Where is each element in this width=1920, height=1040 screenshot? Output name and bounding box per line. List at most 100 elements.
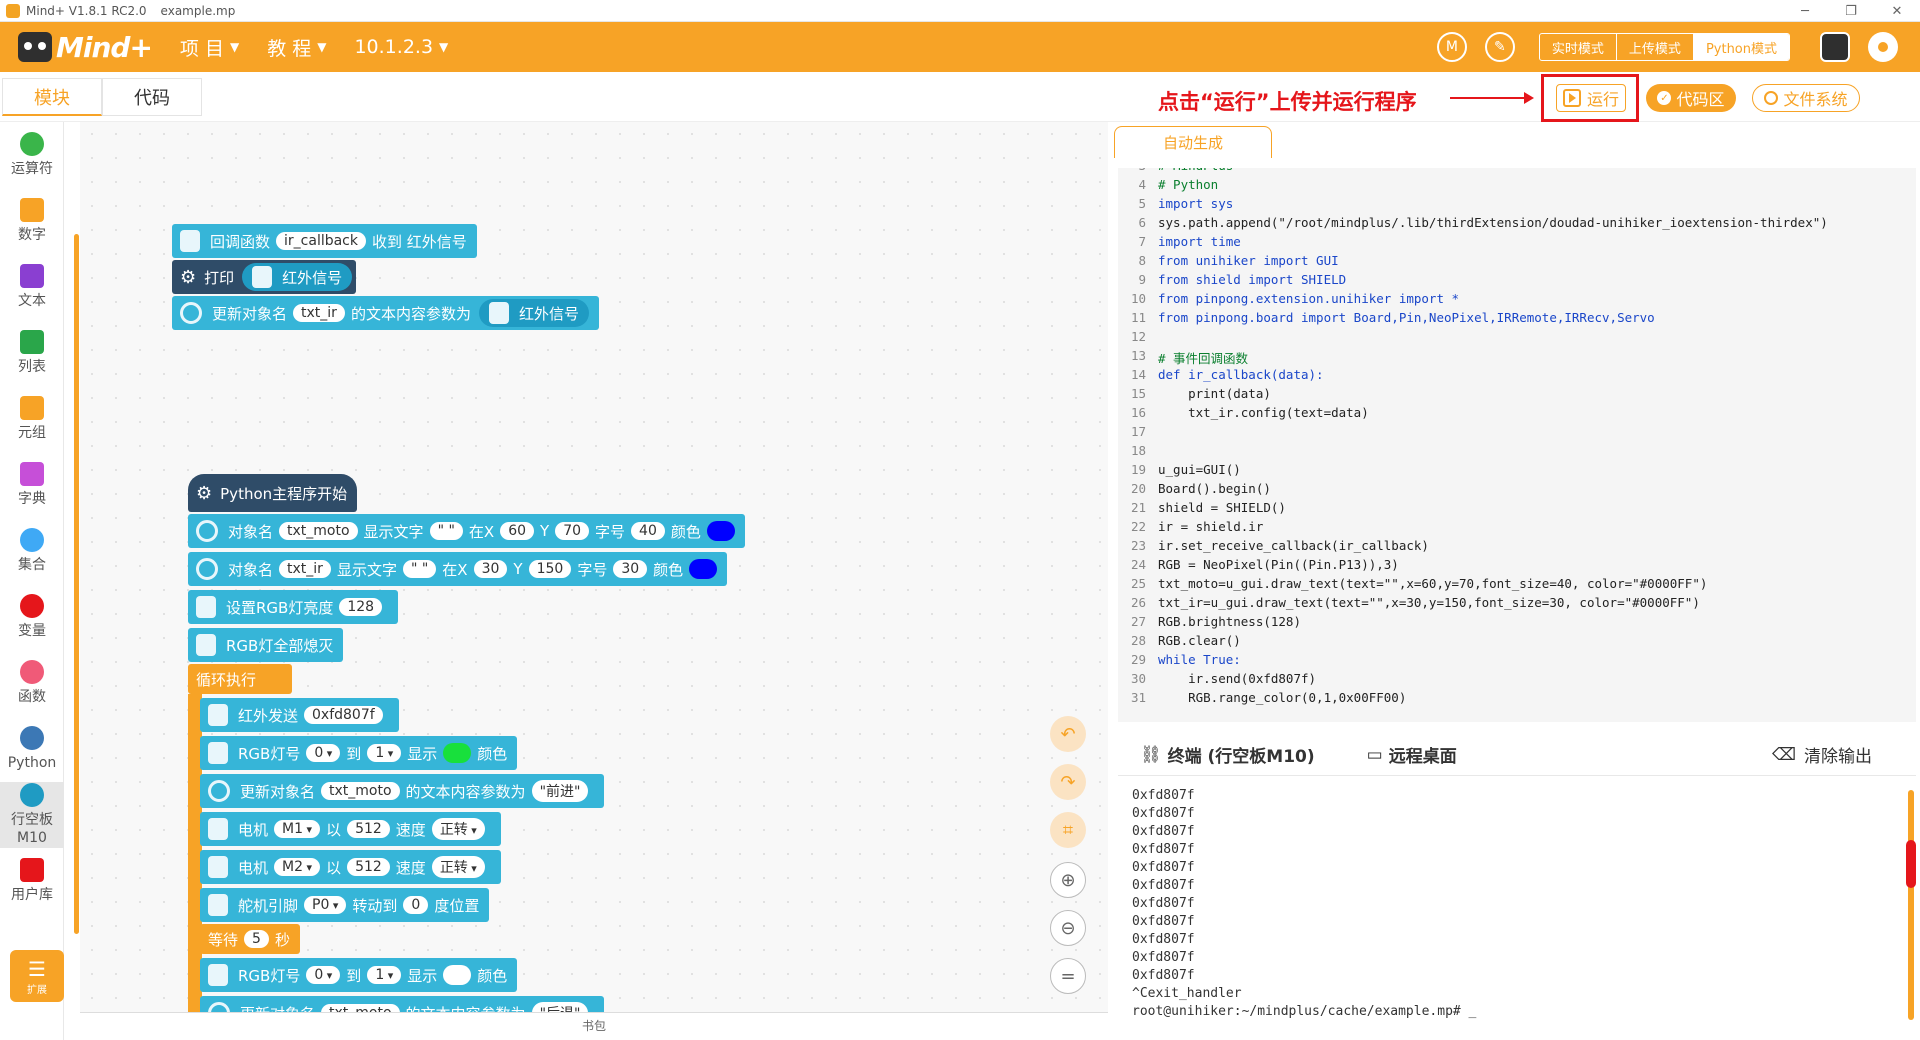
block-print[interactable]: ⚙ 打印 红外信号	[172, 260, 357, 294]
color-picker[interactable]	[443, 965, 472, 985]
run-button[interactable]: 运行	[1556, 84, 1626, 112]
menu-tutorial[interactable]: 教 程 ▼	[267, 34, 326, 61]
object-name-field[interactable]: txt_ir	[279, 560, 331, 578]
motor-dropdown[interactable]: M1	[274, 820, 321, 838]
block-motor-m1[interactable]: 电机 M1 以 512 速度 正转	[200, 812, 501, 846]
y-field[interactable]: 70	[555, 522, 590, 540]
block-ir-send[interactable]: 红外发送 0xfd807f	[200, 698, 399, 732]
restore-icon[interactable]: ❐	[1845, 3, 1857, 19]
motor-dropdown[interactable]: M2	[274, 858, 321, 876]
block-forever-loop[interactable]: 循环执行	[188, 664, 292, 694]
edit-icon[interactable]: ✎	[1484, 32, 1515, 62]
direction-dropdown[interactable]: 正转	[431, 856, 485, 878]
block-wait[interactable]: 等待 5 秒	[200, 924, 300, 954]
direction-dropdown[interactable]: 正转	[431, 818, 485, 840]
block-update-txt-ir[interactable]: 更新对象名 txt_ir 的文本内容参数为 红外信号	[172, 296, 599, 330]
color-picker[interactable]	[706, 521, 735, 541]
category-item-10[interactable]: 行空板 M10	[0, 782, 64, 848]
mode-upload[interactable]: 上传模式	[1617, 34, 1694, 60]
terminal-scrollbar[interactable]	[1906, 790, 1916, 1020]
undo-icon[interactable]: ↶	[1050, 716, 1086, 752]
category-item-8[interactable]: 函数	[0, 650, 64, 716]
block-update-txt-moto-2[interactable]: 更新对象名 txt_moto 的文本内容参数为 "后退"	[200, 996, 605, 1012]
led-to-dropdown[interactable]: 1	[367, 744, 402, 762]
block-motor-m2[interactable]: 电机 M2 以 512 速度 正转	[200, 850, 501, 884]
ir-code-field[interactable]: 0xfd807f	[304, 706, 383, 724]
color-picker[interactable]	[689, 559, 718, 579]
learn-icon[interactable]: M	[1436, 32, 1467, 62]
category-item-6[interactable]: 集合	[0, 518, 64, 584]
tab-auto-generate[interactable]: 自动生成	[1114, 126, 1272, 158]
block-draw-text-ir[interactable]: 对象名 txt_ir 显示文字 " " 在X 30 Y 150 字号 30 颜色	[188, 552, 728, 586]
x-field[interactable]: 60	[500, 522, 535, 540]
font-size-field[interactable]: 30	[613, 560, 648, 578]
block-ir-signal-reporter[interactable]: 红外信号	[242, 263, 353, 291]
block-rgb-brightness[interactable]: 设置RGB灯亮度 128	[188, 590, 399, 624]
led-from-dropdown[interactable]: 0	[306, 744, 341, 762]
category-item-2[interactable]: 文本	[0, 254, 64, 320]
block-rgb-range-1[interactable]: RGB灯号 0 到 1 显示 颜色	[200, 736, 518, 770]
y-field[interactable]: 150	[528, 560, 572, 578]
block-update-txt-moto[interactable]: 更新对象名 txt_moto 的文本内容参数为 "前进"	[200, 774, 605, 808]
tab-code[interactable]: 代码	[102, 78, 202, 116]
category-item-1[interactable]: 数字	[0, 188, 64, 254]
seconds-field[interactable]: 5	[244, 930, 269, 948]
object-name-field[interactable]: txt_ir	[293, 304, 345, 322]
code-area-button[interactable]: ✓ 代码区	[1646, 84, 1736, 112]
file-system-button[interactable]: 文件系统	[1752, 84, 1860, 112]
close-icon[interactable]: ✕	[1891, 3, 1903, 19]
tab-blocks[interactable]: 模块	[2, 78, 102, 116]
block-python-main[interactable]: ⚙ Python主程序开始	[188, 474, 358, 512]
gear-icon[interactable]	[1868, 32, 1898, 62]
zoom-in-icon[interactable]: ⊕	[1050, 862, 1086, 898]
minimize-icon[interactable]: ─	[1801, 3, 1809, 19]
object-name-field[interactable]: txt_moto	[321, 782, 400, 800]
speed-field[interactable]: 512	[347, 820, 390, 838]
callback-name-field[interactable]: ir_callback	[276, 232, 366, 250]
led-to-dropdown[interactable]: 1	[367, 966, 402, 984]
brightness-field[interactable]: 128	[339, 598, 383, 616]
block-ir-callback[interactable]: 回调函数 ir_callback 收到 红外信号	[172, 224, 477, 258]
redo-icon[interactable]: ↷	[1050, 764, 1086, 800]
block-ir-signal-reporter[interactable]: 红外信号	[478, 299, 589, 327]
zoom-out-icon[interactable]: ⊖	[1050, 910, 1086, 946]
category-item-9[interactable]: Python	[0, 716, 64, 782]
category-item-7[interactable]: 变量	[0, 584, 64, 650]
x-field[interactable]: 30	[473, 560, 508, 578]
block-servo[interactable]: 舵机引脚 P0 转动到 0 度位置	[200, 888, 490, 922]
category-scrollbar[interactable]	[74, 234, 79, 934]
color-picker[interactable]	[443, 743, 472, 763]
user-avatar-icon[interactable]	[1820, 32, 1850, 62]
tab-terminal[interactable]: ⛓ 终端 (行空板M10)	[1140, 742, 1315, 768]
menu-device[interactable]: 10.1.2.3 ▼	[354, 36, 448, 58]
angle-field[interactable]: 0	[403, 896, 429, 914]
crop-icon[interactable]: ⌗	[1050, 812, 1086, 848]
clear-output-button[interactable]: ⌫ 清除输出	[1772, 742, 1872, 768]
extension-button[interactable]: ☰ 扩展	[10, 950, 64, 1002]
mode-python[interactable]: Python模式	[1693, 34, 1789, 60]
block-rgb-range-2[interactable]: RGB灯号 0 到 1 显示 颜色	[200, 958, 518, 992]
category-item-0[interactable]: 运算符	[0, 122, 64, 188]
object-name-field[interactable]: txt_moto	[279, 522, 358, 540]
category-item-3[interactable]: 列表	[0, 320, 64, 386]
object-name-field[interactable]: txt_moto	[321, 1004, 400, 1012]
menu-project[interactable]: 项 目 ▼	[180, 34, 239, 61]
category-item-4[interactable]: 元组	[0, 386, 64, 452]
text-field[interactable]: "前进"	[531, 780, 589, 802]
block-draw-text-moto[interactable]: 对象名 txt_moto 显示文字 " " 在X 60 Y 70 字号 40 颜…	[188, 514, 745, 548]
pin-dropdown[interactable]: P0	[304, 896, 347, 914]
led-from-dropdown[interactable]: 0	[306, 966, 341, 984]
category-item-11[interactable]: 用户库	[0, 848, 64, 914]
block-rgb-off[interactable]: RGB灯全部熄灭	[188, 628, 344, 662]
category-item-5[interactable]: 字典	[0, 452, 64, 518]
font-size-field[interactable]: 40	[631, 522, 665, 540]
backpack-bar[interactable]: 书包	[80, 1012, 1108, 1038]
tab-remote-desktop[interactable]: ▭ 远程桌面	[1367, 742, 1457, 768]
mode-realtime[interactable]: 实时模式	[1540, 34, 1617, 60]
zoom-reset-icon[interactable]: =	[1050, 958, 1086, 994]
block-workspace[interactable]: 回调函数 ir_callback 收到 红外信号 ⚙ 打印 红外信号 更新对象名…	[80, 122, 1108, 1012]
text-field[interactable]: " "	[429, 522, 463, 540]
text-field[interactable]: "后退"	[531, 1002, 589, 1012]
